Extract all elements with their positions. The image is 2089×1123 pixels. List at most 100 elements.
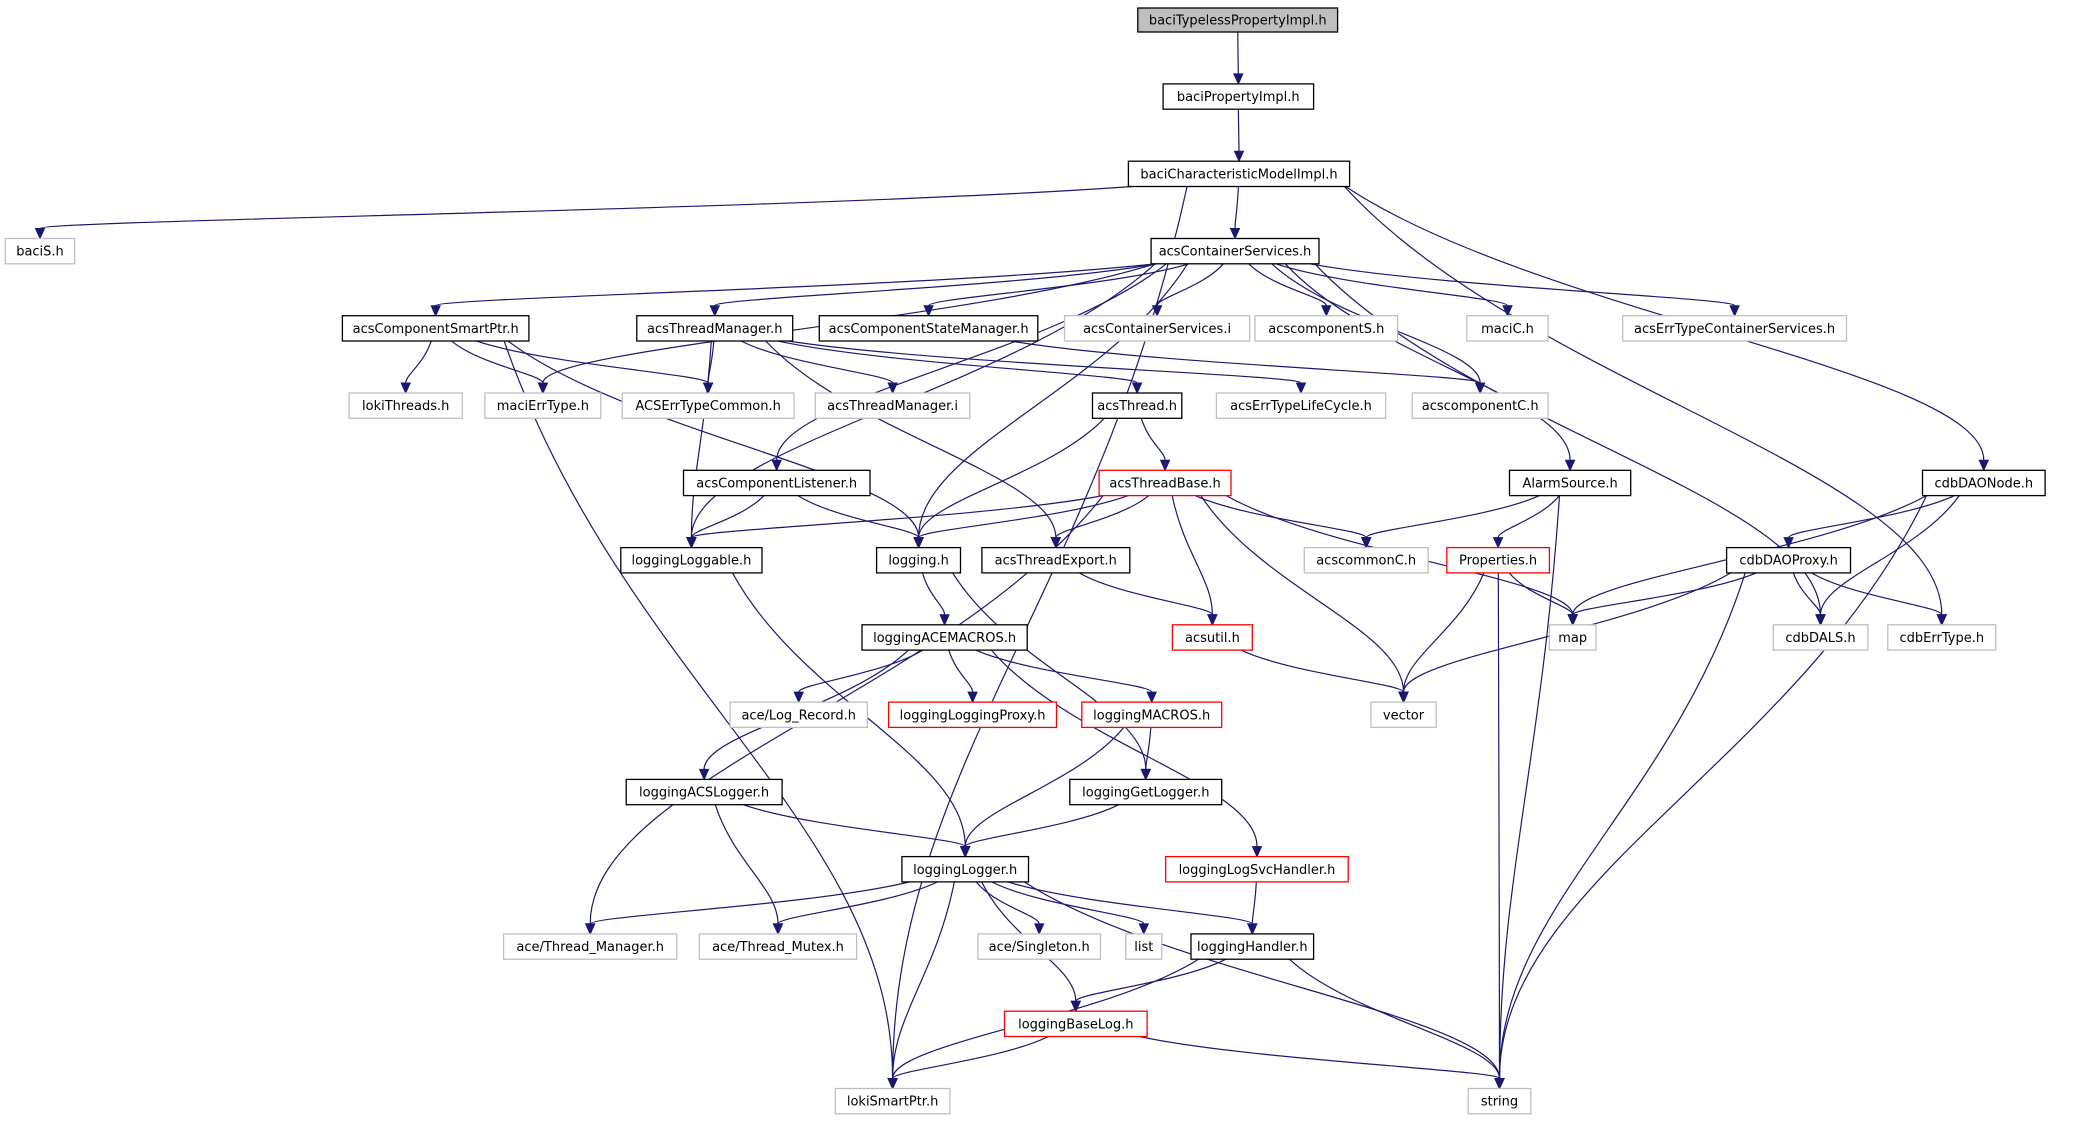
node-box	[1081, 701, 1223, 729]
edge-line	[991, 881, 1145, 925]
edge-line	[1275, 263, 1509, 307]
node-label: maciErrType.h	[497, 399, 589, 414]
arrowhead-icon	[1233, 150, 1245, 163]
node-box	[621, 392, 795, 419]
node-acs-thread-export[interactable]: acsThreadExport.h	[981, 546, 1131, 574]
node-string: string	[1467, 1087, 1532, 1115]
node-logging-logger[interactable]: loggingLogger.h	[901, 855, 1030, 883]
node-cdb-daonode[interactable]: cdbDAONode.h	[1921, 469, 2046, 497]
node-logging-macros[interactable]: loggingMACROS.h	[1081, 701, 1223, 729]
node-acs-thread-manager[interactable]: acsThreadManager.h	[636, 315, 794, 342]
node-logging-base-log[interactable]: loggingBaseLog.h	[1003, 1010, 1148, 1038]
edge-line	[918, 417, 1105, 538]
arrowhead-icon	[686, 537, 697, 549]
edge-logging-get-logger-to-logging-logger	[959, 804, 1119, 858]
node-box	[1091, 392, 1183, 419]
arrowhead-icon	[430, 305, 441, 317]
edge-line	[797, 495, 920, 539]
node-box	[834, 1087, 951, 1115]
edge-line	[1237, 109, 1240, 152]
edge-line	[892, 881, 955, 1079]
arrowhead-icon	[1398, 691, 1409, 704]
node-label: acscommonC.h	[1316, 554, 1416, 569]
node-label: baciCharacteristicModelImpl.h	[1140, 167, 1337, 182]
edge-baci-characteristic-model-impl-to-acs-container-services	[1229, 186, 1241, 240]
node-label: acsThreadManager.i	[827, 399, 958, 414]
arrowhead-icon	[1229, 228, 1241, 240]
node-label: ace/Singleton.h	[989, 940, 1090, 955]
node-acs-component-state-manager[interactable]: acsComponentStateManager.h	[818, 315, 1039, 342]
node-box	[1548, 624, 1597, 651]
edge-line	[1497, 572, 1501, 1079]
edge-line	[1402, 572, 1732, 693]
edge-line	[714, 804, 779, 924]
arrowhead-icon	[584, 923, 596, 936]
node-baci-characteristic-model-impl[interactable]: baciCharacteristicModelImpl.h	[1127, 160, 1351, 188]
edge-line	[731, 572, 966, 847]
node-label: acsComponentSmartPtr.h	[353, 322, 519, 337]
edge-acs-thread-base-to-acsutil	[1171, 495, 1218, 627]
edge-line	[1309, 263, 1736, 307]
node-label: loggingACEMACROS.h	[873, 631, 1016, 646]
node-properties[interactable]: Properties.h	[1446, 546, 1551, 574]
edge-logging-acemacros-to-ace-log-record	[793, 649, 924, 704]
edge-line	[964, 727, 1125, 847]
edge-acs-container-services-to-acs-container-services-i	[1151, 263, 1224, 317]
node-acs-err-type-container-services: acsErrTypeContainerServices.h	[1622, 315, 1848, 342]
node-logging-get-logger[interactable]: loggingGetLogger.h	[1069, 778, 1223, 806]
node-acs-container-services[interactable]: acsContainerServices.h	[1150, 237, 1320, 265]
node-loki-smart-ptr: lokiSmartPtr.h	[834, 1087, 951, 1115]
node-cdb-err-type: cdbErrType.h	[1887, 624, 1997, 651]
node-acsutil[interactable]: acsutil.h	[1171, 624, 1253, 651]
node-acs-component-listener[interactable]: acsComponentListener.h	[682, 469, 871, 497]
arrowhead-icon	[1978, 459, 1990, 472]
node-logging-log-svc-handler[interactable]: loggingLogSvcHandler.h	[1165, 855, 1349, 883]
edge-logging-logger-to-ace-thread-manager	[584, 881, 910, 936]
node-cdb-daoproxy[interactable]: cdbDAOProxy.h	[1725, 546, 1852, 574]
node-map: map	[1548, 624, 1597, 651]
node-logging[interactable]: logging.h	[875, 546, 962, 574]
node-logging-acslogger[interactable]: loggingACSLogger.h	[625, 778, 783, 806]
node-label: loggingLoggingProxy.h	[900, 708, 1046, 723]
node-alarm-source[interactable]: AlarmSource.h	[1508, 469, 1632, 497]
node-logging-acemacros[interactable]: loggingACEMACROS.h	[861, 624, 1028, 651]
arrowhead-icon	[1295, 382, 1307, 395]
node-loki-threads: lokiThreads.h	[348, 392, 463, 419]
arrowhead-icon	[1050, 537, 1062, 549]
arrowhead-icon	[1502, 305, 1513, 317]
arrowhead-icon	[1564, 459, 1576, 472]
node-box	[636, 315, 794, 342]
edge-logging-logger-to-ace-thread-mutex	[772, 881, 938, 936]
edge-line	[451, 340, 544, 384]
node-acs-thread[interactable]: acsThread.h	[1091, 392, 1183, 419]
edge-acs-component-smart-ptr-to-loki-threads	[400, 340, 432, 395]
arrowhead-icon	[967, 691, 978, 704]
edge-line	[1248, 263, 1327, 306]
node-box	[1003, 1010, 1148, 1038]
node-box	[1466, 315, 1549, 342]
node-label: acsErrTypeLifeCycle.h	[1230, 399, 1372, 414]
node-baci-property-impl[interactable]: baciPropertyImpl.h	[1162, 83, 1315, 110]
node-label: list	[1134, 940, 1153, 955]
node-label: lokiThreads.h	[362, 399, 449, 414]
edge-line	[503, 340, 894, 1079]
edge-line	[892, 1035, 1049, 1080]
edge-line	[405, 340, 432, 384]
node-label: loggingACSLogger.h	[639, 786, 769, 801]
node-label: cdbDALS.h	[1785, 631, 1855, 646]
arrowhead-icon	[793, 691, 804, 704]
arrowhead-icon	[1729, 305, 1740, 317]
node-logging-logging-proxy[interactable]: loggingLoggingProxy.h	[887, 701, 1058, 729]
edge-line	[1498, 572, 1746, 1079]
node-logging-loggable[interactable]: loggingLoggable.h	[620, 546, 763, 574]
node-baci-typeless-property-impl[interactable]: baciTypelessPropertyImpl.h	[1137, 7, 1339, 33]
node-box	[887, 701, 1058, 729]
node-acs-thread-base[interactable]: acsThreadBase.h	[1098, 469, 1232, 497]
node-logging-handler[interactable]: loggingHandler.h	[1190, 933, 1315, 960]
edge-cdb-daonode-to-cdb-daoproxy	[1783, 495, 1955, 549]
node-box	[875, 546, 962, 574]
node-maci-err-type: maciErrType.h	[484, 392, 602, 419]
node-label: ACSErrTypeCommon.h	[635, 399, 780, 414]
node-box	[341, 315, 530, 342]
node-acs-component-smart-ptr[interactable]: acsComponentSmartPtr.h	[341, 315, 530, 342]
